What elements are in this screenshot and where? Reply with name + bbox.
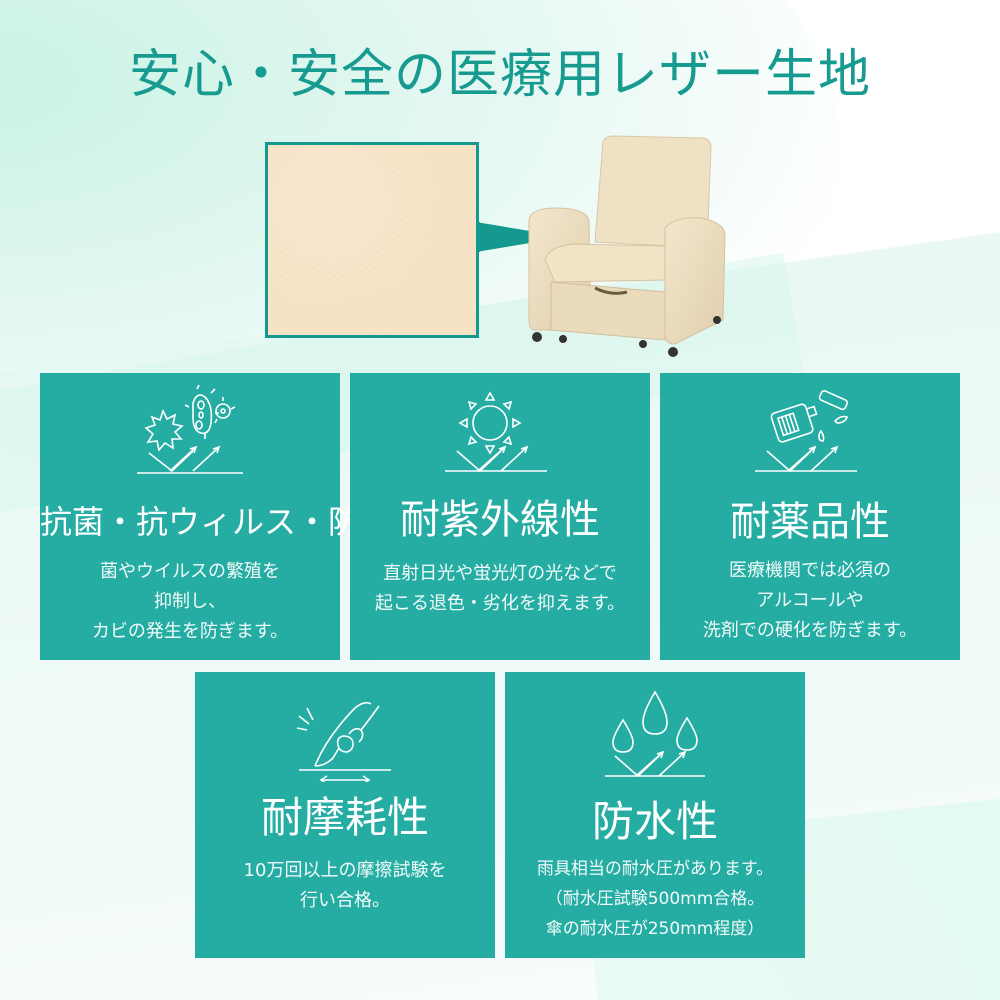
- leather-swatch-image: [265, 142, 479, 338]
- description-line: 起こる退色・劣化を抑えます。: [374, 593, 626, 614]
- description-line: 雨具相当の耐水圧があります。: [536, 859, 774, 879]
- water-drops-icon: [605, 690, 705, 778]
- description-line: 直射日光や蛍光灯の光などで: [383, 563, 617, 584]
- description-line: カビの発生を防ぎます。: [91, 621, 289, 642]
- feature-title: 耐摩耗性: [260, 793, 429, 842]
- chair-image: [528, 135, 726, 357]
- feature-title: 耐紫外線性: [400, 497, 600, 543]
- feature-card-abrasion-resistance: 耐摩耗性 10万回以上の摩擦試験を 行い合格。: [195, 672, 495, 958]
- feature-description: 菌やウイルスの繁殖を 抑制し、 カビの発生を防ぎます。: [40, 557, 340, 647]
- feature-description: 雨具相当の耐水圧があります。 （耐水圧試験500mm合格。 傘の耐水圧が250m…: [505, 854, 805, 944]
- description-line: 10万回以上の摩擦試験を: [243, 860, 447, 881]
- feature-card-chemical-resistance: 耐薬品性 医療機関では必須の アルコールや 洗剤での硬化を防ぎます。: [660, 373, 960, 660]
- feature-title: 防水性: [591, 797, 718, 846]
- description-line: アルコールや: [756, 590, 864, 611]
- description-line: 菌やウイルスの繁殖を: [100, 561, 280, 582]
- antibacterial-icon: [137, 384, 243, 474]
- description-line: 行い合格。: [300, 890, 390, 911]
- feature-description: 医療機関では必須の アルコールや 洗剤での硬化を防ぎます。: [660, 556, 960, 646]
- abrasion-finger-icon: [296, 701, 391, 782]
- feature-card-antibacterial: 抗菌・抗ウィルス・防カビ 菌やウイルスの繁殖を 抑制し、 カビの発生を防ぎます。: [40, 373, 425, 660]
- feature-card-uv-resistance: 耐紫外線性 直射日光や蛍光灯の光などで 起こる退色・劣化を抑えます。: [350, 373, 650, 660]
- description-line: 洗剤での硬化を防ぎます。: [702, 620, 918, 641]
- feature-title: 抗菌・抗ウィルス・防カビ: [40, 503, 425, 541]
- feature-card-waterproof: 防水性 雨具相当の耐水圧があります。 （耐水圧試験500mm合格。 傘の耐水圧が…: [505, 672, 805, 958]
- description-line: 医療機関では必須の: [729, 560, 891, 581]
- description-line: 傘の耐水圧が250mm程度）: [545, 919, 765, 939]
- sun-uv-icon: [445, 391, 547, 473]
- feature-description: 直射日光や蛍光灯の光などで 起こる退色・劣化を抑えます。: [350, 559, 650, 619]
- description-line: （耐水圧試験500mm合格。: [545, 889, 765, 909]
- description-line: 抑制し、: [154, 591, 226, 612]
- feature-description: 10万回以上の摩擦試験を 行い合格。: [195, 856, 495, 916]
- page-title: 安心・安全の医療用レザー生地: [128, 45, 871, 105]
- feature-title: 耐薬品性: [730, 499, 890, 545]
- chemical-bottle-icon: [755, 389, 857, 473]
